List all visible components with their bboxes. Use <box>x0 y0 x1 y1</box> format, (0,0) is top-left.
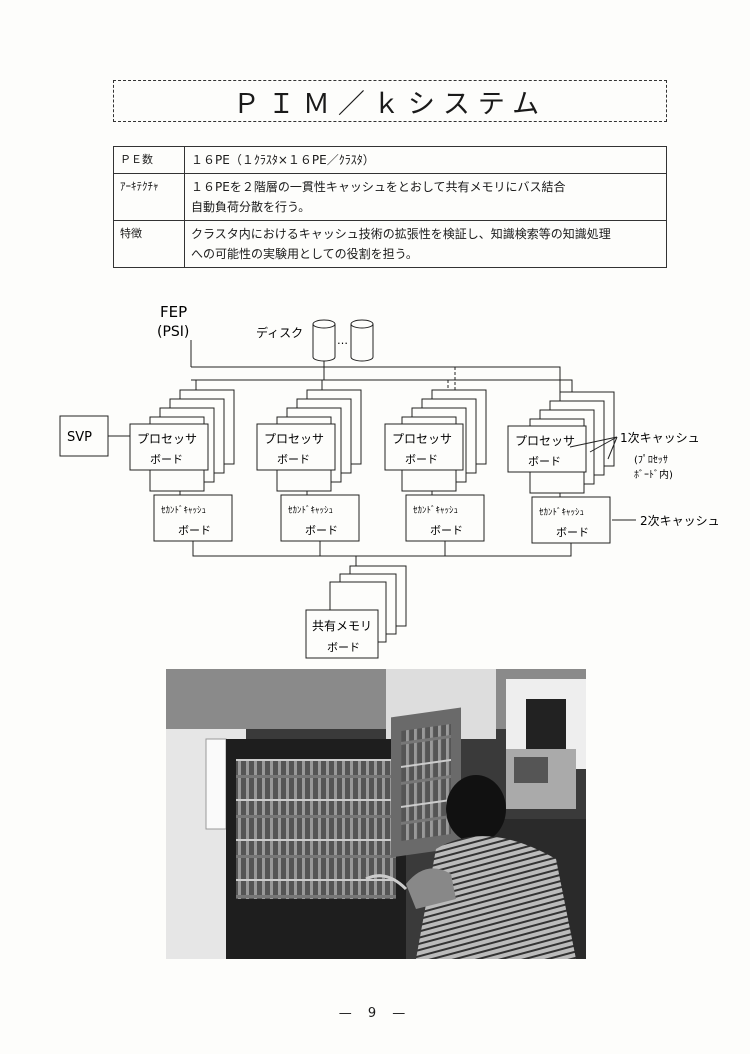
page-number: — 9 — <box>338 1006 412 1021</box>
fep-label: FEP <box>160 303 187 321</box>
memory-stack <box>305 565 407 659</box>
shared-memory-label: ボード <box>327 641 360 654</box>
top-bus-b <box>191 379 573 392</box>
table-row: 特徴 クラスタ内におけるキャッシュ技術の拡張性を検証し、知識検索等の知識処理 へ… <box>113 220 667 268</box>
second-cache-label: ボード <box>305 524 338 537</box>
processor-label: プロセッサ <box>137 432 197 446</box>
spec-line: １６PE（１ｸﾗｽﾀ×１６PE／ｸﾗｽﾀ） <box>191 153 375 167</box>
shared-memory-label: 共有メモリ <box>312 619 372 633</box>
spec-value: １６PEを２階層の一貫性キャッシュをとおして共有メモリにバス結合 自動負荷分散を… <box>184 173 667 221</box>
processor-label: ボード <box>277 453 310 466</box>
spec-line: クラスタ内におけるキャッシュ技術の拡張性を検証し、知識検索等の知識処理 <box>191 227 611 241</box>
processor-stack <box>384 389 487 492</box>
second-cache-label: ボード <box>430 524 463 537</box>
primary-cache-note: ﾎﾞｰﾄﾞ内) <box>634 468 673 481</box>
second-cache-box <box>153 494 233 542</box>
disk-dots: … <box>337 334 348 347</box>
spec-value: クラスタ内におけるキャッシュ技術の拡張性を検証し、知識検索等の知識処理 への可能… <box>184 220 667 268</box>
disk-label: ディスク <box>256 325 303 340</box>
spec-key: ＰＥ数 <box>113 146 185 174</box>
second-cache-box <box>280 494 360 542</box>
processor-stack <box>507 391 615 494</box>
table-row: ＰＥ数 １６PE（１ｸﾗｽﾀ×１６PE／ｸﾗｽﾀ） <box>113 146 667 174</box>
disk-icon <box>350 319 374 362</box>
second-cache-label: ボード <box>178 524 211 537</box>
second-cache-box <box>531 496 611 544</box>
lower-bus <box>192 541 572 557</box>
second-cache-label: ｾｶﾝﾄﾞｷｬｯｼｭ <box>413 505 458 516</box>
second-cache-label: ｾｶﾝﾄﾞｷｬｯｼｭ <box>539 507 584 518</box>
spec-line: １６PEを２階層の一貫性キャッシュをとおして共有メモリにバス結合 <box>191 180 566 194</box>
psi-label: (PSI) <box>157 324 189 340</box>
spec-line: への可能性の実験用としての役割を担う。 <box>191 247 418 261</box>
second-cache-box <box>405 494 485 542</box>
top-bus <box>191 366 561 392</box>
photo-illustration <box>166 669 586 959</box>
svp-box <box>59 415 109 457</box>
secondary-cache-label: 2次キャッシュ <box>640 514 720 528</box>
spec-value: １６PE（１ｸﾗｽﾀ×１６PE／ｸﾗｽﾀ） <box>184 146 667 174</box>
second-cache-label: ｾｶﾝﾄﾞｷｬｯｼｭ <box>288 505 333 516</box>
processor-label: ボード <box>150 453 183 466</box>
processor-label: ボード <box>405 453 438 466</box>
processor-stack <box>129 389 235 492</box>
page-title: ＰＩＭ／ｋシステム <box>113 80 667 122</box>
spec-key: 特徴 <box>113 220 185 268</box>
processor-label: プロセッサ <box>264 432 324 446</box>
system-photo <box>166 669 586 959</box>
spec-key: ｱｰｷﾃｸﾁｬ <box>113 173 185 221</box>
primary-cache-note: (ﾌﾟﾛｾｯｻ <box>634 454 668 466</box>
processor-label: ボード <box>528 455 561 468</box>
processor-stack <box>256 389 362 492</box>
svp-label: SVP <box>67 430 92 445</box>
processor-label: プロセッサ <box>515 434 575 448</box>
second-cache-label: ｾｶﾝﾄﾞｷｬｯｼｭ <box>161 505 206 516</box>
second-cache-label: ボード <box>556 526 589 539</box>
spec-line: 自動負荷分散を行う。 <box>191 200 311 214</box>
primary-cache-label: 1次キャッシュ <box>620 431 700 445</box>
processor-label: プロセッサ <box>392 432 452 446</box>
spec-table: ＰＥ数 １６PE（１ｸﾗｽﾀ×１６PE／ｸﾗｽﾀ） ｱｰｷﾃｸﾁｬ １６PEを２… <box>113 146 667 268</box>
table-row: ｱｰｷﾃｸﾁｬ １６PEを２階層の一貫性キャッシュをとおして共有メモリにバス結合… <box>113 173 667 221</box>
disk-icon <box>312 319 336 362</box>
